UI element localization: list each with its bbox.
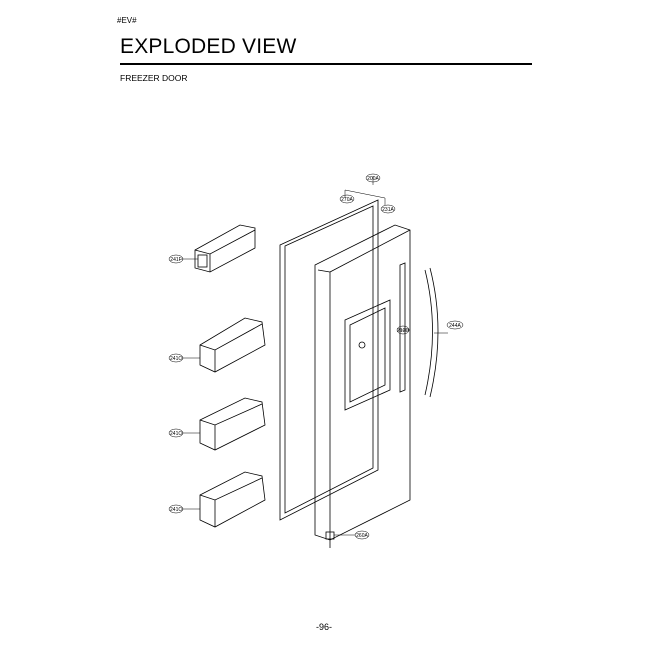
svg-text:200A: 200A [367,176,379,182]
page-number: -96- [316,622,333,632]
svg-text:244A: 244A [449,323,461,329]
svg-text:241C: 241C [170,431,182,437]
callout-2: 231A [380,204,396,214]
door-gasket [279,199,379,521]
freezer-door [314,224,411,541]
callout-0: 200A [365,173,381,183]
callout-8: 212D [396,325,409,335]
svg-text:231A: 231A [382,207,394,213]
callouts: 200A 270A 231A 241F 241C 241C 241C 244A … [168,173,464,540]
callout-3: 241F [168,254,184,264]
svg-text:270A: 270A [341,197,353,203]
callout-7: 244A [446,320,464,330]
callout-9: 260A [354,530,370,540]
svg-text:241C: 241C [170,356,182,362]
door-bin-2 [199,397,266,451]
dispenser-recess [344,299,391,411]
door-hinge [325,531,335,548]
svg-text:260A: 260A [356,533,368,539]
dairy-bin [194,224,256,273]
page-title: EXPLODED VIEW [120,35,297,58]
callout-4: 241C [168,353,184,363]
door-bin-1 [199,317,266,373]
title-rule [120,63,532,65]
callout-6: 241C [168,504,184,514]
svg-text:212D: 212D [397,328,409,334]
svg-text:241C: 241C [170,507,182,513]
callout-1: 270A [339,194,355,204]
callout-5: 241C [168,428,184,438]
svg-text:241F: 241F [170,257,181,263]
door-handle [424,267,439,398]
door-bin-3 [199,471,266,528]
door-trim [399,262,406,393]
section-subtitle: FREEZER DOOR [120,73,188,83]
leader-lines [181,176,448,536]
document-tag: #EV# [117,16,137,25]
